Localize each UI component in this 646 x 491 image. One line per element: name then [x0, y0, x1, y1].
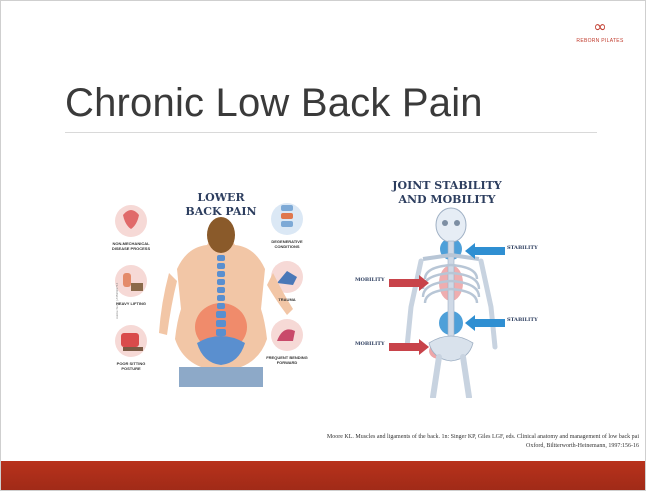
mobility-label-bottom: MOBILITY [355, 341, 385, 347]
trauma-label: TRAUMA [265, 297, 309, 302]
degenerative-label: DEGENERATIVE CONDITIONS [265, 239, 309, 249]
joint-stability-heading: JOINT STABILITY AND MOBILITY [367, 179, 527, 207]
logo-text: REBORN PILATES [575, 38, 625, 44]
poor-sitting-label: POOR SITTING POSTURE [109, 361, 153, 371]
frequent-bending-label: FREQUENT BENDING FORWARD [259, 355, 315, 365]
skull [436, 208, 466, 242]
lower-back-pain-heading: LOWER BACK PAIN [173, 191, 269, 219]
citation: Moore KL. Muscles and ligaments of the b… [279, 433, 639, 451]
stability-label-bottom: STABILITY [507, 317, 538, 323]
brand-logo: ∞ REBORN PILATES [575, 19, 625, 44]
hair [207, 217, 235, 253]
stability-label-top: STABILITY [507, 245, 538, 251]
image-credit: Adobe Stock | #459693744 [115, 283, 119, 319]
mobility-label-top: MOBILITY [355, 277, 385, 283]
infinity-logo-icon: ∞ [575, 19, 625, 35]
legs [433, 357, 469, 397]
citation-line-1: Moore KL. Muscles and ligaments of the b… [279, 433, 639, 442]
title-divider [65, 132, 597, 133]
lower-back-pain-illustration: LOWER BACK PAIN NON-MECHANICAL DISEASE P… [109, 177, 335, 392]
footer-band [1, 461, 646, 491]
joint-stability-illustration: JOINT STABILITY AND MOBILITY STABILITY S… [349, 173, 545, 398]
slide-title: Chronic Low Back Pain [65, 81, 483, 126]
citation-line-2: Oxford, Biltterworth-Heinemann, 1997:156… [279, 442, 639, 451]
non-mechanical-label: NON-MECHANICAL DISEASE PROCESS [109, 241, 153, 251]
